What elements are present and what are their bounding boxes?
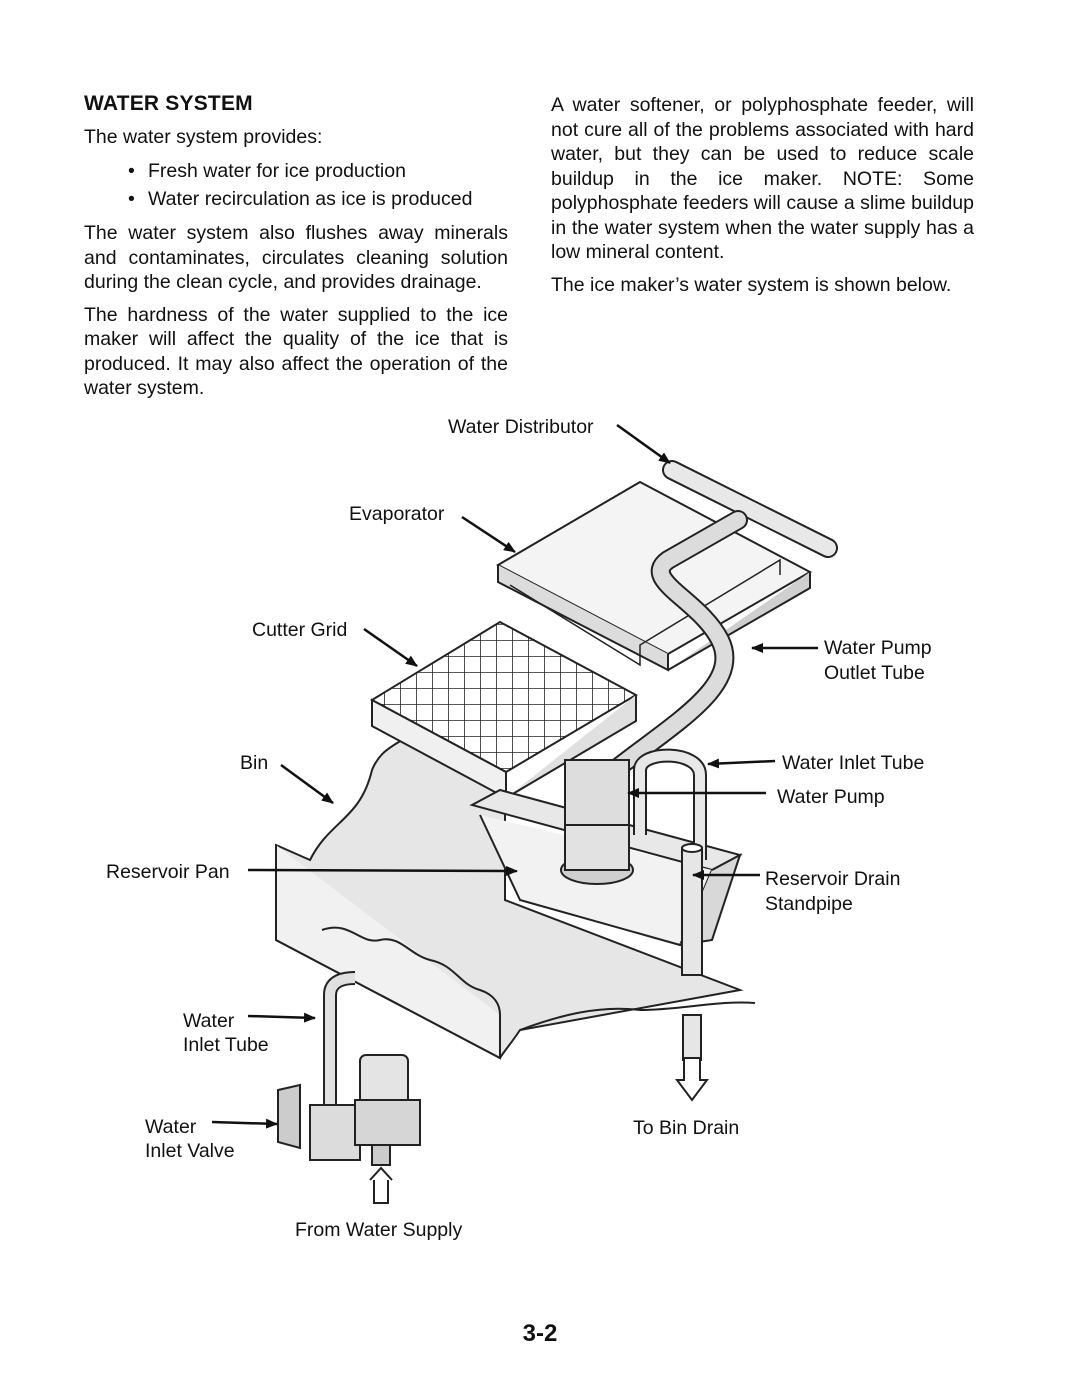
page-number: 3-2 (522, 1320, 558, 1347)
water-pump-outlet-tube (570, 510, 748, 860)
label-bin: Bin (240, 752, 269, 774)
label-water-inlet-tube-upper: Water Inlet Tube (782, 752, 925, 774)
water-pump (560, 759, 634, 885)
intro-text: The water system provides: (84, 125, 323, 148)
bin (275, 733, 756, 1060)
list-item: Water recirculation as ice is produced (128, 185, 508, 213)
right-column: A water softener, or polyphosphate feede… (551, 93, 974, 305)
label-water-pump-outlet-tube-1: Water Pump (824, 637, 932, 659)
label-water-distributor: Water Distributor (448, 416, 594, 438)
paragraph: The ice maker’s water system is shown be… (551, 273, 952, 296)
feature-list: Fresh water for ice production Water rec… (84, 157, 508, 213)
label-water-inlet-valve-2: Inlet Valve (145, 1140, 235, 1162)
label-cutter-grid: Cutter Grid (252, 619, 348, 641)
paragraph: A water softener, or polyphosphate feede… (551, 94, 974, 263)
label-water-pump-outlet-tube-2: Outlet Tube (824, 662, 925, 684)
label-from-water-supply: From Water Supply (295, 1219, 463, 1241)
label-reservoir-drain-2: Standpipe (765, 893, 853, 915)
list-item: Fresh water for ice production (128, 157, 508, 185)
label-evaporator: Evaporator (349, 503, 445, 525)
water-inlet-tube-upper (633, 748, 707, 860)
label-reservoir-drain-1: Reservoir Drain (765, 868, 901, 890)
water-distributor (662, 460, 838, 558)
section-heading: WATER SYSTEM (84, 92, 253, 115)
left-column: WATER SYSTEM The water system provides: … (84, 92, 508, 409)
label-water-pump: Water Pump (777, 786, 885, 808)
label-reservoir-pan: Reservoir Pan (106, 861, 230, 883)
label-water-inlet-tube-lower-1: Water (183, 1010, 235, 1032)
label-to-bin-drain: To Bin Drain (633, 1117, 740, 1139)
leader-arrows (211, 423, 818, 1129)
paragraph: The hardness of the water supplied to th… (84, 303, 508, 400)
reservoir-drain-standpipe (675, 843, 709, 1102)
paragraph: The water system also flushes away miner… (84, 222, 508, 293)
label-water-inlet-tube-lower-2: Inlet Tube (183, 1034, 269, 1056)
label-water-inlet-valve-1: Water (145, 1116, 197, 1138)
water-inlet-tube-lower (323, 971, 356, 1105)
water-inlet-valve (277, 1054, 421, 1204)
